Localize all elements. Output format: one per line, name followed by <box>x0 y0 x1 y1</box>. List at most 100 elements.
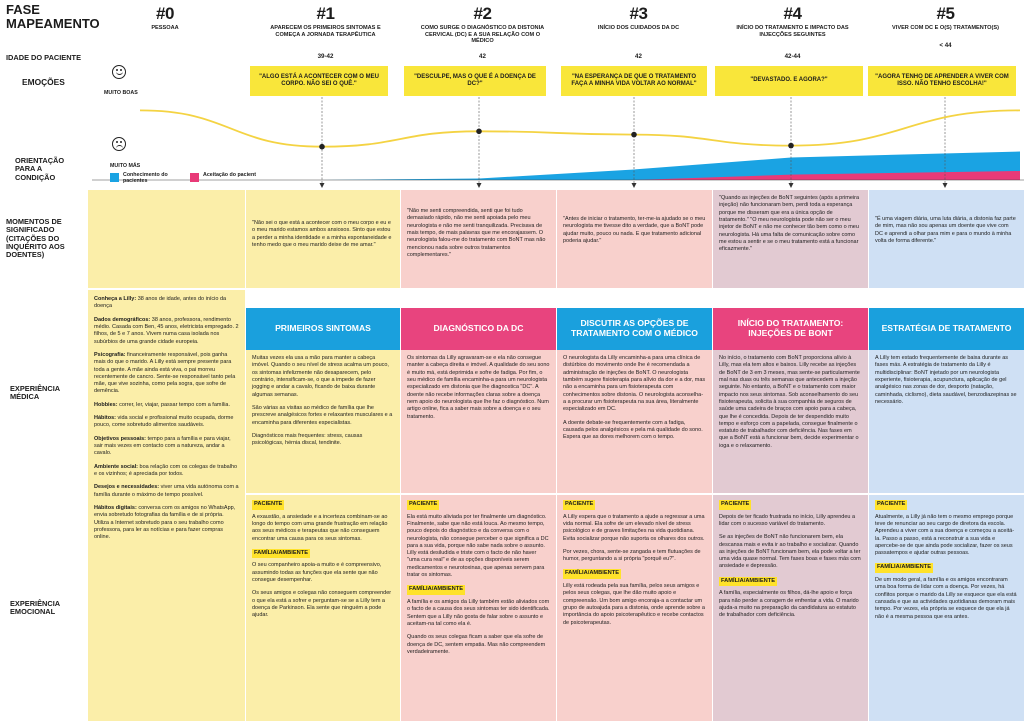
persona-item: Psicografia: financeiramente responsável… <box>94 352 239 396</box>
patient-paragraph: A exaustão, a ansiedade e a incerteza co… <box>252 513 388 542</box>
happy-face-icon <box>112 65 126 79</box>
persona-key: Psicografia: <box>94 351 128 358</box>
medical-paragraph: São várias as visitas ao médico de famíl… <box>252 404 393 426</box>
moment-cell-1: "Não sei o que está a acontecer com o me… <box>246 190 400 288</box>
persona-key: Hábitos digitais: <box>94 504 139 511</box>
moment-cell-5: "É uma viagem diária, uma luta diária, a… <box>869 190 1024 288</box>
patient-tag: PACIENTE <box>563 500 596 510</box>
medical-paragraph: A doente debate-se frequentemente com a … <box>563 419 703 441</box>
legend-acceptance-label: Aceitação do pacient <box>203 172 256 178</box>
persona-item: Ambiente social: boa relação com os cole… <box>94 464 239 479</box>
age-4: 42-44 <box>784 53 801 60</box>
legend-knowledge-swatch <box>110 173 119 182</box>
moment-cell-0 <box>88 190 245 288</box>
family-paragraph: A família, especialmente os filhos, dá-l… <box>719 590 859 619</box>
row-label-medical: EXPERIÊNCIA MÉDICA <box>10 384 60 402</box>
persona-item: Desejos e necessidades: viver uma vida a… <box>94 484 239 499</box>
phase-arrow-icon <box>942 183 948 188</box>
emotion-quote-3: "NA ESPERANÇA DE QUE O TRATAMENTO FAÇA A… <box>561 66 707 96</box>
medical-body-4: No início, o tratamento com BoNT proporc… <box>713 350 868 493</box>
medical-paragraph: No início, o tratamento com BoNT proporc… <box>719 355 860 449</box>
mapping-label: MAPEAMENTO <box>6 16 100 31</box>
phase-1-title: APARECEM OS PRIMEIROS SINTOMAS E COMEÇA … <box>270 24 381 38</box>
moment-quote-5: "É uma viagem diária, uma luta diária, a… <box>875 216 1016 244</box>
family-tag: FAMÍLIA/AMBIENTE <box>407 585 466 595</box>
age-1: 39-42 <box>317 53 334 60</box>
family-tag: FAMÍLIA/AMBIENTE <box>252 548 311 559</box>
moment-quote-2: "Não me senti compreendida, senti que fo… <box>407 208 546 258</box>
phase-1-number: #1 <box>316 4 335 23</box>
age-3: 42 <box>635 53 642 60</box>
persona-key: Desejos e necessidades: <box>94 484 161 491</box>
patient-tag: PACIENTE <box>719 500 752 510</box>
persona-item: Dados demográficos: 38 anos, professora,… <box>94 317 239 346</box>
row-label-emotions: EMOÇÕES <box>22 77 65 87</box>
scale-high-label: MUITO BOAS <box>104 90 138 96</box>
patient-paragraph: Atualmente, a Lilly já não tem o mesmo e… <box>875 513 1015 557</box>
emotional-body-2: PACIENTE Ela está muito aliviada por ter … <box>401 495 556 721</box>
knowledge-area <box>140 151 1020 180</box>
patient-paragraph: A Lilly espera que o tratamento a ajude … <box>563 513 705 542</box>
row-label-emotional: EXPERIÊNCIA EMOCIONAL <box>10 599 60 617</box>
medical-header-4: INÍCIO DO TRATAMENTO: Injeções de BoNT <box>713 308 868 350</box>
patient-tag: PACIENTE <box>252 500 285 510</box>
phase-arrow-icon <box>476 183 482 188</box>
persona-value: boa relação com os colegas de trabalho e… <box>94 463 238 477</box>
medical-header-2: DIAGNÓSTICO DA DC <box>401 308 556 350</box>
legend-knowledge-label: Conhecimento do pacientes <box>123 172 168 185</box>
sad-face-icon <box>112 137 126 151</box>
row-label-age: IDADE DO PACIENTE <box>6 53 82 62</box>
phase-4-title: INÍCIO DO TRATAMENTO E IMPACTO DAS INJEC… <box>736 24 849 38</box>
emotion-curve <box>139 109 1021 148</box>
phase-2-title: COMO SURGE O DIAGNÓSTICO DA DISTONIA CER… <box>420 24 545 45</box>
emotion-quote-4: "DEVASTADO. E AGORA?" <box>715 66 863 96</box>
medical-body-5: A Lilly tem estado frequentemente de bai… <box>869 350 1024 493</box>
family-paragraph: Os seus amigos e colegas não conseguem c… <box>252 590 392 619</box>
emotion-quote-2: "DESCULPE, MAS O QUE É A DOENÇA DE DC?" <box>404 66 546 96</box>
persona-card: Conheça a Lilly: 38 anos de idade, antes… <box>88 290 245 721</box>
scale-low-label: MUITO MÁS <box>110 163 141 169</box>
persona-item: Hábitos digitais: conversa com os amigos… <box>94 505 239 542</box>
medical-paragraph: O neurologista da Lilly encaminha-a para… <box>563 355 706 413</box>
row-label-orientation: ORIENTAÇÃO PARA A CONDIÇÃO <box>15 156 65 182</box>
patient-tag: PACIENTE <box>407 500 440 510</box>
emotional-body-5: PACIENTE Atualmente, a Lilly já não tem o… <box>869 495 1024 721</box>
moment-quote-1: "Não sei o que está a acontecer com o me… <box>252 220 392 248</box>
phase-0-number: #0 <box>156 4 174 23</box>
patient-paragraph: Ela está muito aliviada por ter finalmen… <box>407 513 549 579</box>
age-5: < 44 <box>939 42 952 49</box>
phase-2-number: #2 <box>473 4 492 23</box>
family-paragraph: Quando os seus colegas ficam a saber que… <box>407 634 546 655</box>
moment-cell-2: "Não me senti compreendida, senti que fo… <box>401 190 556 288</box>
emotional-body-3: PACIENTE A Lilly espera que o tratamento … <box>557 495 712 721</box>
acceptance-area <box>140 171 1020 180</box>
persona-key: Hobbies: <box>94 401 120 408</box>
patient-paragraph: Por vezes, chora, sente-se zangada e tem… <box>563 548 701 563</box>
persona-key: Hábitos: <box>94 415 118 422</box>
phase-4-number: #4 <box>783 4 802 23</box>
patient-paragraph: Depois de ter ficado frustrada no início… <box>719 513 856 527</box>
persona-value: conversa com os amigos no WhatsApp, envi… <box>94 504 236 541</box>
family-tag: FAMÍLIA/AMBIENTE <box>563 569 622 580</box>
persona-value: vida social e profissional muito ocupada… <box>94 415 234 429</box>
phase-5-title: VIVER COM DC E O(S) TRATAMENTO(S) <box>892 24 999 31</box>
family-paragraph: A família e os amigos da Lilly também es… <box>407 598 550 627</box>
persona-item: Hábitos: vida social e profissional muit… <box>94 415 239 430</box>
moment-cell-3: "Antes de iniciar o tratamento, ter-me-i… <box>557 190 712 288</box>
emotion-quote-1: "ALGO ESTÁ A ACONTECER COM O MEU CORPO. … <box>250 66 388 96</box>
emotional-body-1: PACIENTE A exaustão, a ansiedade e a ince… <box>246 495 400 721</box>
medical-paragraph: Diagnósticos mais frequentes: stress, ca… <box>252 432 363 447</box>
phase-5-number: #5 <box>936 4 955 23</box>
family-tag: FAMÍLIA/AMBIENTE <box>875 563 934 574</box>
phase-arrow-icon <box>788 183 794 188</box>
persona-key: Dados demográficos: <box>94 316 152 323</box>
family-paragraph: O seu companheiro apoia-a muito e é comp… <box>252 562 382 584</box>
persona-key: Ambiente social: <box>94 463 140 470</box>
patient-tag: PACIENTE <box>875 500 908 510</box>
